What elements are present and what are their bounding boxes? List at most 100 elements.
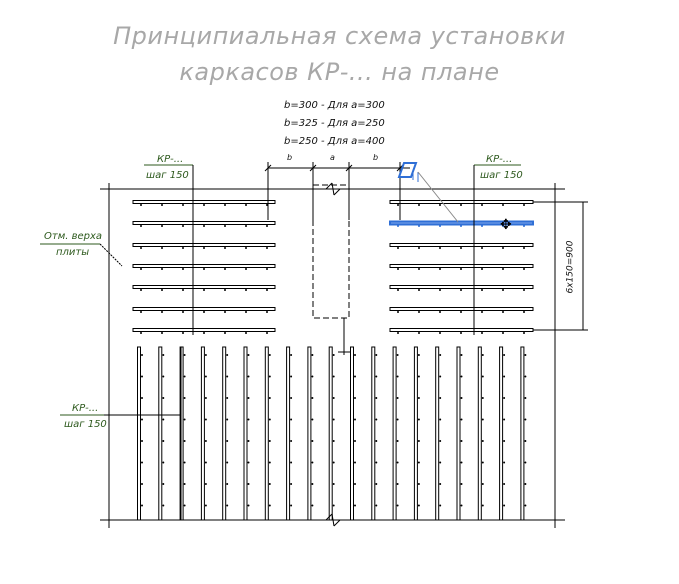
- cage-clamp: [481, 204, 483, 206]
- cage-clamp: [502, 332, 504, 334]
- cage-clamp: [161, 247, 163, 249]
- cage-clamp: [141, 375, 143, 378]
- cage-clamp: [332, 483, 335, 485]
- cage-clamp: [396, 440, 399, 442]
- cage-clamp: [460, 483, 463, 485]
- cage-frame-vertical: [350, 346, 354, 521]
- edit-grip-icon[interactable]: [397, 162, 418, 178]
- cage-clamp: [182, 204, 184, 206]
- cage-clamp: [247, 461, 250, 464]
- selected-cage-frame[interactable]: [389, 220, 534, 226]
- cage-clamp: [268, 483, 271, 485]
- cage-clamp: [417, 440, 420, 442]
- cage-clamp: [183, 440, 186, 442]
- cage-clamp: [375, 461, 378, 464]
- cage-clamp: [481, 397, 484, 399]
- cage-clamp: [375, 418, 378, 421]
- cage-clamp: [141, 397, 143, 399]
- cage-clamp: [226, 504, 229, 507]
- opening-outline: [312, 184, 350, 319]
- cage-clamp: [460, 440, 463, 442]
- cage-clamp: [481, 247, 483, 249]
- cage-clamp: [140, 247, 142, 249]
- cage-clamp: [226, 354, 229, 356]
- dim-a: a: [330, 153, 335, 162]
- callout-top-right-mark: КР-...: [486, 154, 513, 165]
- cage-clamp: [203, 289, 205, 291]
- break-mark: [325, 182, 333, 190]
- cage-clamp: [245, 204, 247, 206]
- cage-clamp: [481, 289, 483, 291]
- cage-frame-vertical: [264, 346, 269, 521]
- dim-b-left: b: [287, 153, 293, 162]
- cage-clamp: [226, 483, 229, 485]
- cage-clamp: [523, 289, 525, 291]
- cage-clamp: [439, 440, 442, 442]
- dimension-tick: [264, 164, 272, 172]
- cage-clamp: [502, 289, 504, 291]
- cage-frame-vertical: [222, 346, 227, 521]
- cage-clamp: [460, 375, 463, 378]
- cage-clamp: [268, 461, 271, 464]
- cage-frame-vertical: [243, 346, 248, 521]
- cage-clamp: [396, 418, 399, 421]
- cage-clamp: [311, 375, 314, 378]
- cage-clamp: [418, 311, 420, 313]
- cage-clamp: [502, 311, 504, 313]
- cage-clamp: [397, 268, 399, 270]
- cage-clamp: [203, 204, 205, 206]
- cage-clamp: [397, 332, 399, 334]
- drawing-title-line2: каркасов КР-... на плане: [179, 58, 500, 86]
- cage-clamp: [247, 504, 250, 507]
- cage-clamp: [503, 397, 506, 399]
- cage-clamp: [417, 354, 420, 356]
- cage-clamp: [245, 247, 247, 249]
- cage-clamp: [417, 375, 420, 378]
- cage-clamp: [418, 204, 420, 206]
- break-mark: [325, 513, 333, 521]
- cage-clamp: [162, 483, 165, 485]
- callout-top-left-mark: КР-...: [157, 154, 184, 165]
- cage-clamp: [290, 440, 293, 442]
- callout-top-right-step: шаг 150: [480, 170, 523, 181]
- cage-clamp: [418, 332, 420, 334]
- cage-clamp: [503, 375, 506, 378]
- cage-clamp: [247, 375, 250, 378]
- cage-clamp: [141, 354, 143, 356]
- cage-clamp: [396, 375, 399, 378]
- cage-clamp: [332, 397, 335, 399]
- cage-clamp: [481, 354, 484, 356]
- cage-clamp: [439, 311, 441, 313]
- cage-frame-vertical: [435, 346, 440, 521]
- cage-clamp: [417, 483, 420, 485]
- break-mark: [331, 182, 335, 196]
- cage-clamp: [354, 440, 356, 442]
- cage-clamp: [439, 483, 442, 485]
- cage-clamp: [204, 418, 207, 421]
- move-cursor-icon: ✥: [500, 217, 512, 233]
- cage-clamp: [354, 483, 356, 485]
- cage-clamp: [503, 354, 506, 356]
- cage-clamp: [332, 375, 335, 378]
- cage-clamp: [266, 268, 268, 270]
- cage-clamp: [204, 440, 207, 442]
- cage-clamp: [266, 247, 268, 249]
- cage-clamp: [268, 397, 271, 399]
- cage-clamp: [439, 418, 442, 421]
- cage-clamp: [203, 225, 205, 227]
- cage-clamp: [460, 504, 463, 507]
- cage-clamp: [183, 504, 186, 507]
- cage-clamp: [311, 418, 314, 421]
- cage-frame-vertical: [456, 346, 461, 521]
- cage-clamp: [375, 354, 378, 356]
- cage-clamp: [140, 311, 142, 313]
- cage-clamp: [268, 440, 271, 442]
- cage-frame-horizontal: [389, 200, 534, 204]
- cage-clamp: [460, 204, 462, 206]
- cage-clamp: [439, 225, 441, 227]
- cage-clamp: [503, 504, 506, 507]
- cage-clamp: [224, 247, 226, 249]
- cage-clamp: [481, 375, 484, 378]
- cage-frame-horizontal: [389, 328, 534, 332]
- cage-clamp: [439, 332, 441, 334]
